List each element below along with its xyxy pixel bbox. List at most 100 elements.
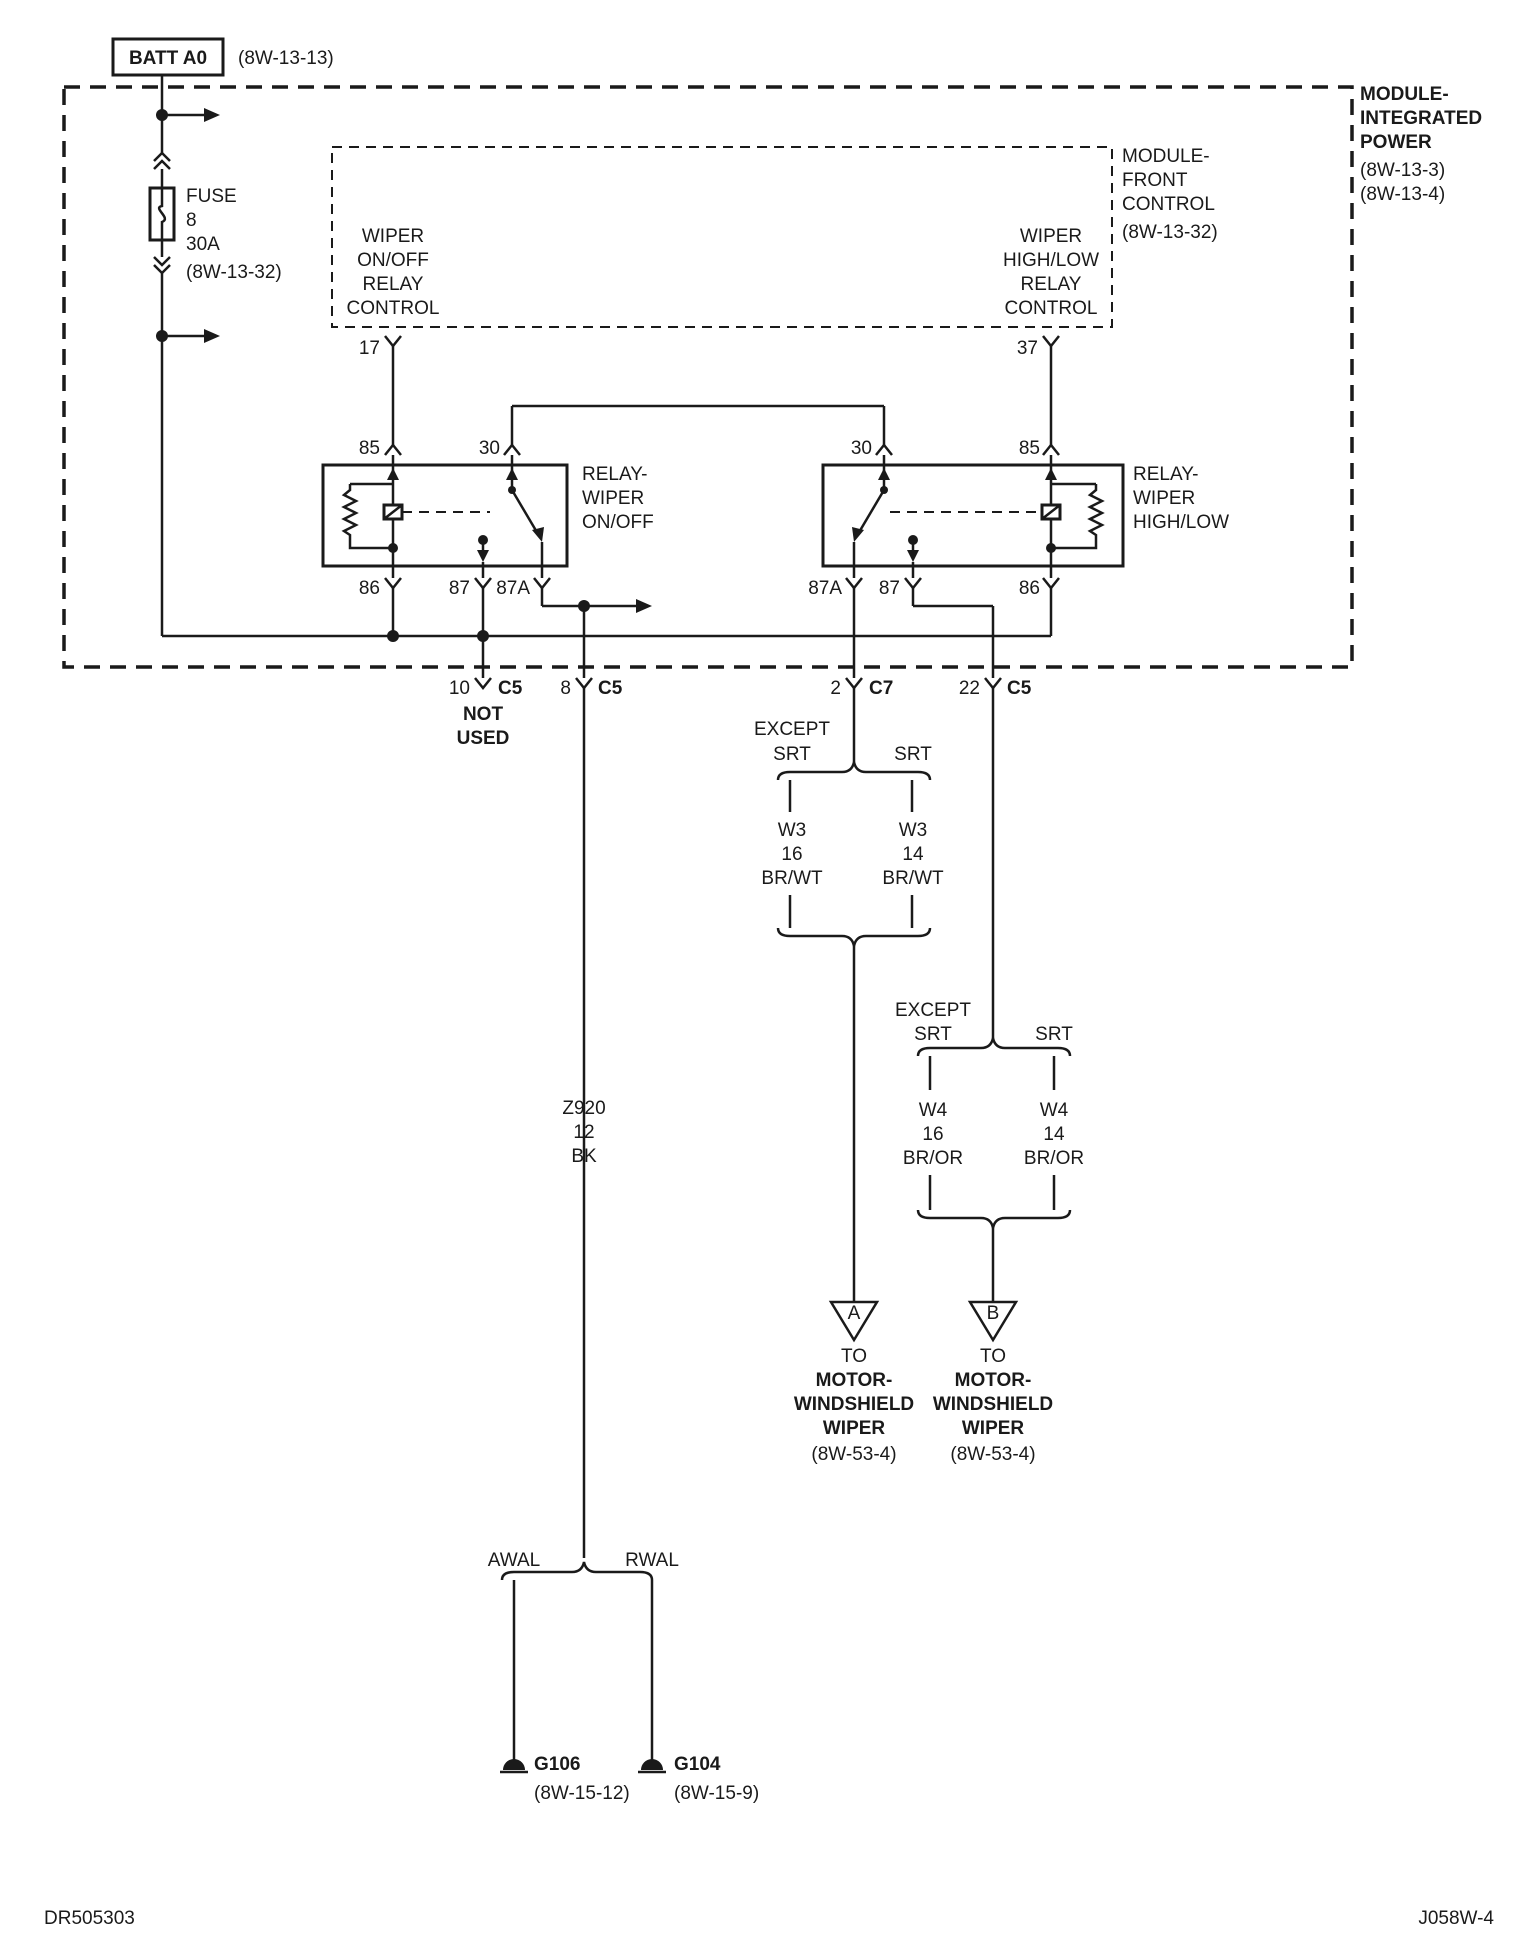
pin-r30: 30 [851,438,872,459]
pin-30-link [503,404,893,456]
relay-hilo-line3: HIGH/LOW [1133,512,1229,533]
ground-g106-name: G106 [534,1754,580,1775]
module-ip-line2: INTEGRATED [1360,108,1482,129]
pin-r87a: 87A [808,578,842,599]
dest-a-line1: TO [841,1346,867,1367]
not-used-line2: USED [457,728,510,749]
fuse-ref: (8W-13-32) [186,262,282,283]
module-ip-line3: POWER [1360,132,1432,153]
pin-r86: 86 [1019,578,1040,599]
w4-16-gauge: 16 [922,1124,943,1145]
fuse-line2: 8 [186,210,197,231]
dest-a-line3: WINDSHIELD [794,1394,914,1415]
dest-b-line2: MOTOR- [955,1370,1032,1391]
conn-10-name: C5 [498,678,523,699]
relay-wiper-hilo [821,455,1125,578]
conn-8-name: C5 [598,678,623,699]
w4-14-color: BR/OR [1024,1148,1084,1169]
conn-22-name: C5 [1007,678,1032,699]
pin-l87: 87 [449,578,470,599]
fuse-line3: 30A [186,234,220,255]
pin-l30: 30 [479,438,500,459]
ctrl-hilo-line2: HIGH/LOW [1003,250,1099,271]
ctrl-onoff-line1: WIPER [362,226,424,247]
conn-8-pin: 8 [560,678,571,699]
module-fc-line3: CONTROL [1122,194,1215,215]
w4-split [916,688,1072,1302]
pin-l85: 85 [359,438,380,459]
dest-b-line4: WIPER [962,1418,1025,1439]
ctrl-onoff-line4: CONTROL [347,298,440,319]
w4-srt-left: SRT [914,1024,952,1045]
ctrl-hilo-line3: RELAY [1021,274,1082,295]
module-fc-line2: FRONT [1122,170,1188,191]
batt-ref: (8W-13-13) [238,48,334,69]
batt-label: BATT A0 [129,48,207,69]
relay-onoff-line3: ON/OFF [582,512,654,533]
pin-l86: 86 [359,578,380,599]
relay-wiper-onoff [321,455,569,578]
relay-hilo-line2: WIPER [1133,488,1195,509]
conn-2-name: C7 [869,678,893,699]
dest-a-marker [828,1300,880,1343]
relay-onoff-line1: RELAY- [582,464,647,485]
ctrl-onoff-line3: RELAY [363,274,424,295]
module-integrated-power-outline [62,85,1354,669]
footer-left: DR505303 [44,1908,135,1929]
dest-b-letter: B [987,1303,1000,1324]
w4-except: EXCEPT [895,1000,971,1021]
pin-37-wire [1042,335,1060,456]
w3-except: EXCEPT [754,719,830,740]
lower-terminals [162,577,1060,691]
dest-b-line3: WINDSHIELD [933,1394,1053,1415]
batt-box [111,37,225,77]
ground-g106-ref: (8W-15-12) [534,1783,630,1804]
ctrl-hilo-line4: CONTROL [1005,298,1098,319]
ground-g104-name: G104 [674,1754,721,1775]
w3-split [776,688,932,1302]
module-ip-line1: MODULE- [1360,84,1449,105]
split-gnd-right: RWAL [625,1550,679,1571]
footer-right: J058W-4 [1418,1908,1494,1929]
w3-14-gauge: 14 [902,844,924,865]
ctrl-hilo-line1: WIPER [1020,226,1082,247]
w4-16-color: BR/OR [903,1148,963,1169]
w4-14-circuit: W4 [1040,1100,1069,1121]
module-front-control-outline [331,146,1113,328]
w3-16-color: BR/WT [761,868,823,889]
conn-22-pin: 22 [959,678,980,699]
pin-37: 37 [1017,338,1038,359]
z920-color: BK [571,1146,597,1167]
pin-r85: 85 [1019,438,1040,459]
z920-circuit: Z920 [562,1098,605,1119]
dest-a-line2: MOTOR- [816,1370,893,1391]
dest-b-line1: TO [980,1346,1006,1367]
pin-r87: 87 [879,578,900,599]
pin-17: 17 [359,338,380,359]
w4-srt-right: SRT [1035,1024,1073,1045]
pin-l87a: 87A [496,578,530,599]
module-ip-ref1: (8W-13-3) [1360,160,1445,181]
z920-wire [500,688,666,1774]
relay-hilo-line1: RELAY- [1133,464,1198,485]
dest-a-line4: WIPER [823,1418,886,1439]
not-used-line1: NOT [463,704,504,725]
module-fc-ref: (8W-13-32) [1122,222,1218,243]
w3-16-circuit: W3 [778,820,807,841]
w3-srt-left: SRT [773,744,811,765]
relay-onoff-line2: WIPER [582,488,644,509]
module-ip-ref2: (8W-13-4) [1360,184,1445,205]
w3-14-color: BR/WT [882,868,944,889]
fuse-branch [148,75,220,636]
z920-gauge: 12 [573,1122,594,1143]
fuse-line1: FUSE [186,186,237,207]
w4-16-circuit: W4 [919,1100,948,1121]
pin-17-wire [384,335,402,456]
dest-b-ref: (8W-53-4) [950,1444,1035,1465]
split-gnd-left: AWAL [488,1550,540,1571]
ctrl-onoff-line2: ON/OFF [357,250,429,271]
w3-srt-right: SRT [894,744,932,765]
ground-g104-ref: (8W-15-9) [674,1783,759,1804]
w3-14-circuit: W3 [899,820,928,841]
